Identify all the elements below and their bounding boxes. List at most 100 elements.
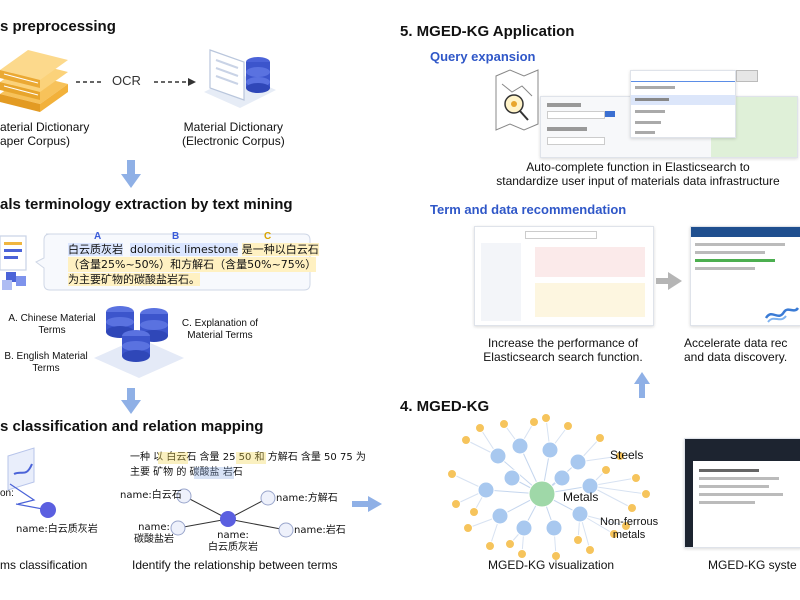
ocr-label: OCR bbox=[112, 73, 141, 88]
discovery-line-3 bbox=[695, 259, 775, 262]
section4-heading: 4. MGED-KG bbox=[400, 398, 490, 415]
kg-hub-node bbox=[515, 519, 533, 537]
electronic-corpus-caption: Material Dictionary (Electronic Corpus) bbox=[182, 120, 285, 148]
discovery-line-4 bbox=[695, 267, 755, 270]
letter-c: C bbox=[264, 231, 272, 242]
rec-caption-right: Accelerate data rec and data discovery. bbox=[684, 336, 787, 364]
section2-heading: als terminology extraction by text minin… bbox=[0, 196, 293, 213]
kg-hub-node bbox=[541, 441, 559, 459]
kg-leaf-node bbox=[541, 413, 551, 423]
discovery-navbar bbox=[691, 227, 800, 237]
map-search-icon bbox=[495, 69, 539, 131]
kg-hub-node bbox=[491, 507, 509, 525]
kg-hub-node bbox=[489, 447, 507, 465]
chinese-term: 白云质灰岩 bbox=[68, 243, 123, 256]
query-expansion-heading: Query expansion bbox=[430, 49, 536, 64]
discovery-line-1 bbox=[695, 243, 785, 246]
rec-caption-right-line2: and data discovery. bbox=[684, 350, 788, 364]
tree-node-a: on: bbox=[0, 488, 14, 499]
autocomplete-option-2 bbox=[635, 98, 669, 101]
node-carbonate: name: 碳酸盐岩 bbox=[134, 522, 174, 546]
label-metals: Metals bbox=[563, 490, 599, 504]
system-content-panel bbox=[693, 461, 800, 547]
node-rock: name:岩石 bbox=[294, 525, 346, 536]
english-term: dolomitic limestone bbox=[130, 243, 239, 256]
node-center: name: 白云质灰岩 bbox=[208, 530, 258, 554]
kg-hub-node bbox=[503, 469, 521, 487]
kg-leaf-node bbox=[529, 417, 539, 427]
electronic-corpus-icon bbox=[204, 49, 276, 108]
kg-center-node bbox=[528, 480, 556, 508]
system-line-1 bbox=[699, 469, 759, 472]
kg-leaf-node bbox=[585, 545, 595, 555]
section3-heading: s classification and relation mapping bbox=[0, 418, 264, 435]
sentence-line-3: 为主要矿物的碳酸盐岩石。 bbox=[68, 273, 200, 286]
kg-leaf-node bbox=[573, 535, 583, 545]
paper-books-icon bbox=[0, 50, 68, 112]
query-caption-line1: Auto-complete function in Elasticsearch … bbox=[526, 160, 750, 174]
relation-graph bbox=[170, 488, 294, 538]
node-dolomite: name:白云石 bbox=[120, 490, 182, 501]
electronic-caption-line1: Material Dictionary bbox=[183, 120, 284, 134]
down-arrow-2 bbox=[121, 388, 141, 414]
kg-leaf-node bbox=[563, 421, 573, 431]
kg-hub-node bbox=[581, 477, 599, 495]
segmented-text: 一种 以 白云石 含量 25 50 和 方解石 含量 50 75 为 主要 矿物… bbox=[130, 450, 366, 480]
sentence-line-1: 白云质灰岩 dolomitic limestone 是一种以白云石 bbox=[68, 242, 319, 257]
kg-leaf-node bbox=[595, 433, 605, 443]
node-center-line1: name: bbox=[217, 530, 249, 541]
autocomplete-input bbox=[631, 71, 735, 82]
rec-caption-left-line1: Increase the performance of bbox=[487, 336, 639, 350]
sentence-line-2: （含量25%~50%）和方解石（含量50%~75%） bbox=[68, 257, 317, 272]
autocomplete-option-5 bbox=[635, 131, 655, 134]
label-steels: Steels bbox=[610, 448, 644, 462]
autocomplete-dropdown bbox=[630, 70, 736, 138]
rec-search-box bbox=[525, 231, 597, 239]
label-a-line1: A. Chinese Material bbox=[8, 313, 96, 324]
kg-visualization-caption: MGED-KG visualization bbox=[488, 558, 615, 572]
autocomplete-option-4 bbox=[635, 121, 661, 124]
paper-corpus-caption: aterial Dictionary aper Corpus) bbox=[0, 120, 89, 148]
screenshot-button bbox=[605, 111, 615, 117]
label-nonferrous-line2: metals bbox=[612, 529, 646, 541]
rec-caption-right-line1: Accelerate data rec bbox=[684, 336, 788, 350]
ocr-arrow bbox=[76, 78, 196, 86]
label-chinese-terms: A. Chinese Material Terms bbox=[2, 313, 102, 337]
right-arrow-rec bbox=[656, 272, 682, 290]
rec-result-1 bbox=[535, 247, 645, 277]
label-b-line2: Terms bbox=[32, 363, 60, 374]
kg-leaf-node bbox=[475, 423, 485, 433]
down-arrow-1 bbox=[121, 160, 141, 188]
system-line-2 bbox=[699, 477, 779, 480]
screenshot-field-2 bbox=[547, 137, 605, 145]
term-recommendation-heading: Term and data recommendation bbox=[430, 202, 627, 217]
kg-leaf-node bbox=[621, 521, 631, 531]
kg-hub-node bbox=[571, 505, 589, 523]
segmented-text-line2: 主要 矿物 的 碳酸盐 岩石 bbox=[130, 467, 243, 478]
screenshot-label-bar-2 bbox=[547, 127, 587, 131]
label-nonferrous-line1: Non-ferrous bbox=[600, 516, 659, 528]
kg-hub-node bbox=[477, 481, 495, 499]
kg-system-screenshot bbox=[684, 438, 800, 548]
kg-system-caption: MGED-KG syste bbox=[708, 558, 797, 572]
electronic-caption-line2: (Electronic Corpus) bbox=[182, 134, 285, 148]
search-button[interactable] bbox=[736, 70, 758, 82]
kg-leaf-node bbox=[451, 499, 461, 509]
kg-leaf-node bbox=[551, 551, 561, 561]
paper-caption-line1: aterial Dictionary bbox=[0, 120, 90, 134]
query-caption: Auto-complete function in Elasticsearch … bbox=[476, 160, 800, 188]
kg-hub-node bbox=[569, 453, 587, 471]
label-a-line2: Terms bbox=[38, 325, 66, 336]
letter-a: A bbox=[94, 231, 102, 242]
up-arrow bbox=[634, 372, 650, 398]
kg-leaf-node bbox=[627, 503, 637, 513]
rec-caption-left-line2: Elasticsearch search function. bbox=[483, 350, 643, 364]
kg-leaf-node bbox=[631, 473, 641, 483]
kg-leaf-node bbox=[505, 539, 515, 549]
node-carbonate-line2: 碳酸盐岩 bbox=[134, 534, 174, 545]
kg-leaf-node bbox=[615, 451, 625, 461]
letter-b: B bbox=[172, 231, 180, 242]
discovery-line-2 bbox=[695, 251, 765, 254]
database-cluster-icon bbox=[94, 306, 184, 378]
rec-sidebar bbox=[481, 243, 521, 321]
